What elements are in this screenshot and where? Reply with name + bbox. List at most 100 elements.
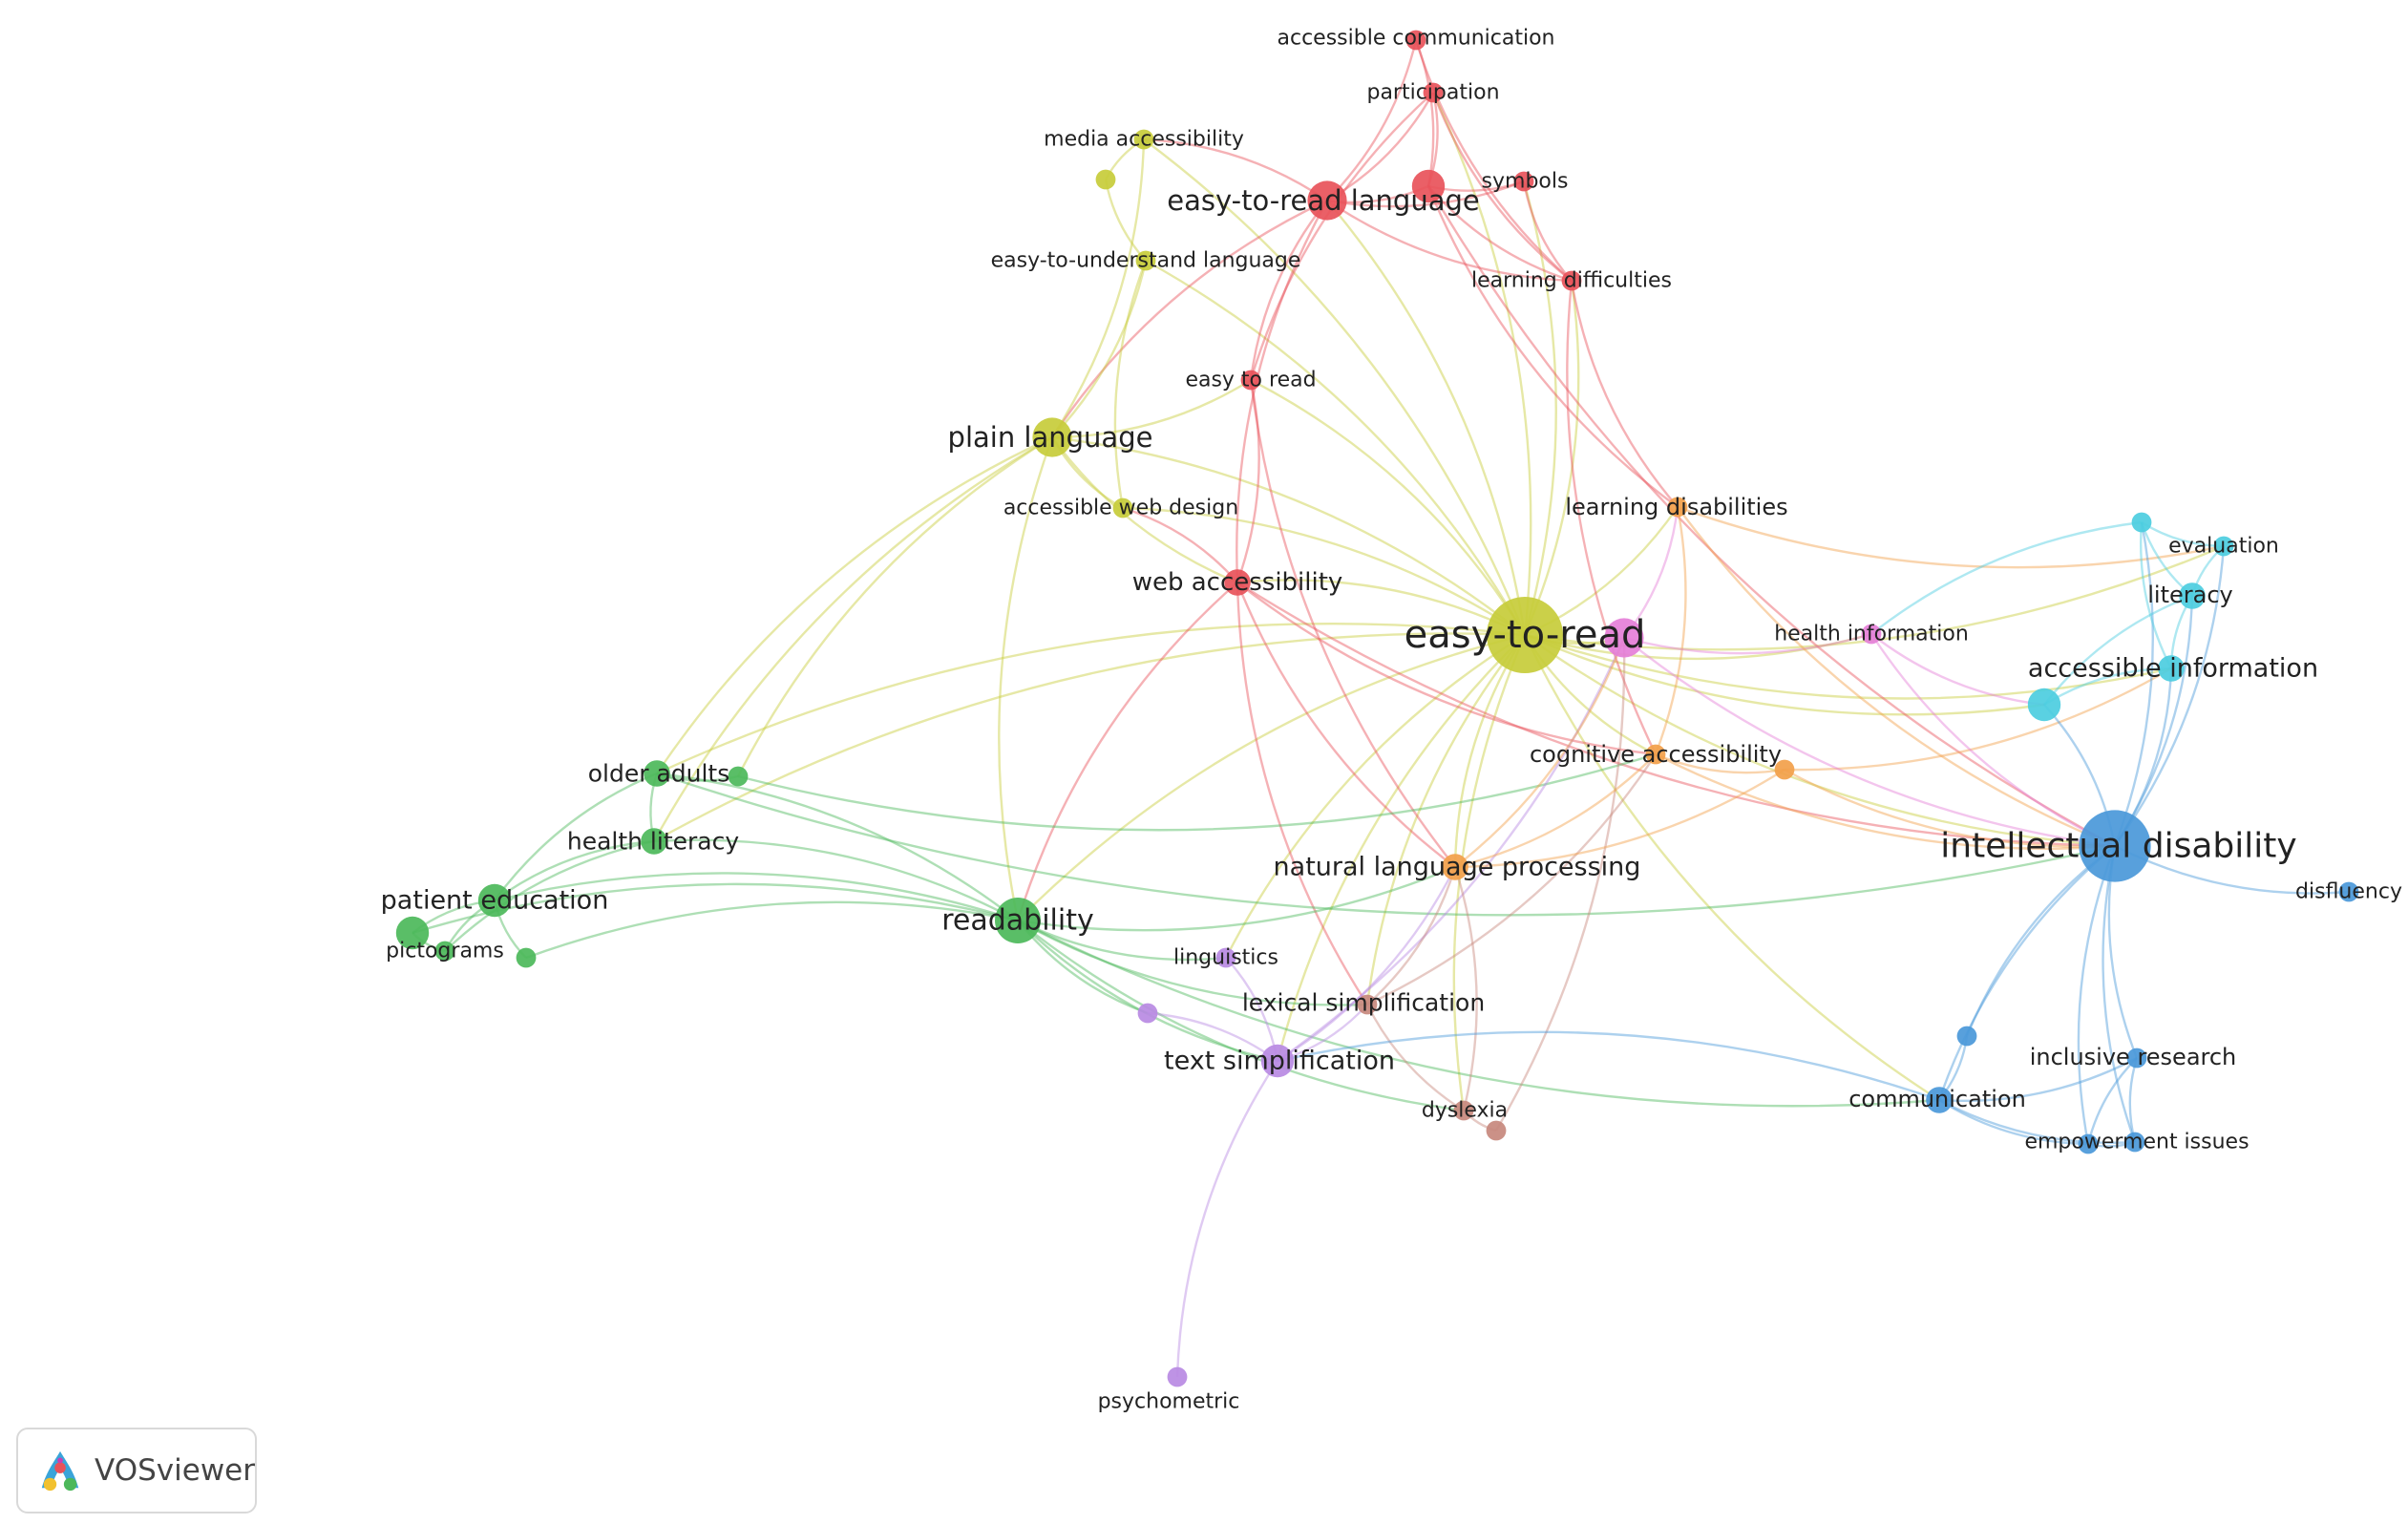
- edge-text-simplification-purple-unlabeled: [1147, 1011, 1278, 1062]
- vosviewer-brand-badge: VOSviewer: [16, 1428, 257, 1513]
- edge-web-accessibility-readability: [1016, 582, 1238, 921]
- edge-red-unlabeled-learning-difficulties: [1427, 185, 1573, 283]
- node-disfluency[interactable]: [2338, 881, 2359, 902]
- edge-cognitive-accessibility-orange-unlabeled: [1655, 752, 1785, 774]
- edge-easy-to-read-participation: [1431, 92, 1532, 636]
- node-cyan-unlabeled-left[interactable]: [2027, 688, 2061, 722]
- node-empowerment-issues[interactable]: [2078, 1133, 2099, 1154]
- node-plain-language[interactable]: [1032, 417, 1072, 457]
- label-psychometric: psychometric: [1098, 1390, 1240, 1414]
- node-health-literacy[interactable]: [641, 828, 667, 855]
- node-orange-unlabeled[interactable]: [1774, 759, 1795, 780]
- node-intellectual-disability[interactable]: [2079, 810, 2151, 882]
- label-evaluation: evaluation: [2168, 535, 2279, 559]
- edge-red-unlabeled-accessible-communication: [1414, 39, 1435, 187]
- edge-natural-language-processing-magenta-unlabeled: [1454, 637, 1626, 868]
- node-cognitive-accessibility[interactable]: [1645, 744, 1666, 765]
- edge-easy-to-read-web-accessibility: [1236, 579, 1526, 637]
- node-psychometric[interactable]: [1167, 1366, 1188, 1387]
- node-blue-unlabeled[interactable]: [1956, 1026, 1977, 1047]
- label-media-accessibility: media accessibility: [1044, 128, 1244, 152]
- node-accessible-communication[interactable]: [1405, 30, 1426, 51]
- edge-easy-to-read-health-literacy: [653, 632, 1526, 843]
- node-learning-disabilities[interactable]: [1667, 497, 1688, 518]
- node-accessible-web-design[interactable]: [1112, 497, 1133, 519]
- node-older-adults[interactable]: [644, 760, 670, 787]
- edge-intellectual-disability-evaluation: [2114, 545, 2226, 847]
- node-lexical-simplification[interactable]: [1357, 994, 1378, 1015]
- label-web-accessibility: web accessibility: [1132, 568, 1343, 597]
- edge-health-information-intellectual-disability: [1869, 633, 2116, 848]
- node-media-accessibility[interactable]: [1133, 129, 1154, 150]
- edge-intellectual-disability-empowerment-issues: [2077, 845, 2117, 1145]
- node-pictograms[interactable]: [434, 941, 455, 962]
- node-blue-unlabeled-2[interactable]: [2124, 1132, 2145, 1153]
- node-easy-to-read-2[interactable]: [1240, 370, 1261, 391]
- node-text-simplification[interactable]: [1260, 1044, 1295, 1078]
- edge-health-literacy-pictograms: [444, 839, 655, 952]
- edge-plain-language-health-literacy: [652, 435, 1053, 842]
- edge-communication-text-simplification: [1277, 1030, 1940, 1102]
- edge-easy-to-read-communication: [1523, 634, 1940, 1102]
- edge-easy-to-read-plain-language: [1051, 435, 1526, 636]
- node-inclusive-research[interactable]: [2126, 1048, 2147, 1069]
- vosviewer-logo-icon: [41, 1450, 79, 1492]
- label-intellectual-disability: intellectual disability: [1940, 827, 2296, 866]
- node-dyslexia[interactable]: [1453, 1100, 1474, 1121]
- node-accessible-information[interactable]: [2158, 655, 2185, 682]
- node-yellow-unlabeled[interactable]: [1095, 169, 1116, 190]
- node-green-unlabeled-2[interactable]: [395, 916, 430, 950]
- label-older-adults: older adults: [588, 760, 730, 788]
- label-easy-to-understand-language: easy-to-understand language: [991, 249, 1301, 273]
- label-pictograms: pictograms: [386, 940, 504, 963]
- edge-easy-to-read-cyan-unlabeled-left: [1524, 633, 2045, 716]
- node-purple-unlabeled[interactable]: [1137, 1003, 1158, 1024]
- node-literacy[interactable]: [2179, 582, 2206, 609]
- edge-readability-green-unlabeled-3: [525, 900, 1019, 960]
- network-nodes: [395, 30, 2359, 1387]
- label-natural-language-processing: natural language processing: [1274, 853, 1641, 882]
- node-brown-unlabeled[interactable]: [1486, 1120, 1507, 1141]
- label-cognitive-accessibility: cognitive accessibility: [1530, 741, 1782, 768]
- node-green-unlabeled-1[interactable]: [728, 766, 749, 787]
- label-dyslexia: dyslexia: [1422, 1099, 1508, 1123]
- node-cyan-unlabeled-top[interactable]: [2131, 512, 2152, 533]
- edge-inclusive-research-empowerment-issues: [2086, 1057, 2138, 1145]
- edge-plain-language-older-adults: [656, 435, 1053, 774]
- node-patient-education[interactable]: [477, 883, 512, 918]
- edge-easy-to-read-language-media-accessibility: [1143, 138, 1328, 201]
- node-linguistics[interactable]: [1215, 947, 1236, 968]
- edge-web-accessibility-easy-to-read-2: [1236, 379, 1260, 583]
- edge-easy-to-read-linguistics: [1224, 633, 1526, 959]
- edge-lexical-simplification-natural-language-processing: [1366, 866, 1457, 1005]
- node-health-information[interactable]: [1861, 624, 1882, 645]
- node-symbols[interactable]: [1513, 171, 1534, 192]
- node-participation[interactable]: [1423, 82, 1444, 103]
- node-easy-to-read[interactable]: [1487, 597, 1563, 673]
- edge-web-accessibility-natural-language-processing: [1236, 582, 1456, 868]
- label-readability: readability: [941, 904, 1094, 938]
- edge-cyan-unlabeled-top-accessible-information: [2139, 521, 2173, 669]
- node-green-unlabeled-3[interactable]: [516, 947, 537, 968]
- node-communication[interactable]: [1926, 1087, 1953, 1113]
- node-red-unlabeled[interactable]: [1411, 169, 1446, 203]
- label-patient-education: patient education: [381, 886, 609, 916]
- edge-easy-to-read-language-learning-difficulties: [1326, 200, 1573, 283]
- edge-orange-unlabeled-accessible-information: [1784, 667, 2172, 772]
- edge-older-adults-patient-education: [494, 772, 658, 901]
- node-learning-difficulties[interactable]: [1561, 270, 1582, 291]
- node-natural-language-processing[interactable]: [1442, 854, 1468, 880]
- edge-readability-linguistics: [1017, 919, 1227, 962]
- node-easy-to-understand-language[interactable]: [1135, 250, 1156, 271]
- node-readability[interactable]: [995, 898, 1041, 943]
- label-plain-language: plain language: [948, 421, 1153, 454]
- node-web-accessibility[interactable]: [1224, 569, 1251, 596]
- node-evaluation[interactable]: [2213, 536, 2234, 557]
- edge-cyan-unlabeled-top-health-information: [1870, 520, 2143, 635]
- node-easy-to-read-language[interactable]: [1307, 180, 1347, 221]
- edge-easy-to-read-language-accessible-communication: [1326, 39, 1418, 201]
- edge-learning-difficulties-cognitive-accessibility: [1566, 280, 1658, 755]
- edge-readability-lexical-simplification: [1017, 919, 1368, 1006]
- node-magenta-unlabeled[interactable]: [1604, 618, 1644, 658]
- label-health-literacy: health literacy: [567, 828, 740, 856]
